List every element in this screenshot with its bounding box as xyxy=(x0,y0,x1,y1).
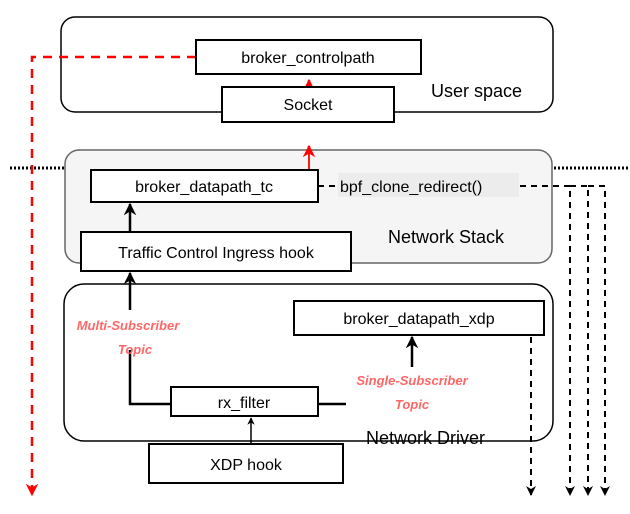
broker-datapath-tc-box xyxy=(90,169,319,203)
single-subscriber-label-line2: Topic xyxy=(395,397,430,412)
multi-subscriber-label-line1: Multi-Subscriber xyxy=(77,318,181,333)
tc-ingress-hook-box xyxy=(80,231,352,272)
network-stack-label: Network Stack xyxy=(388,227,505,247)
broker-controlpath-box xyxy=(195,39,422,75)
user-space-label: User space xyxy=(431,81,522,101)
socket-text: Socket xyxy=(284,97,333,114)
bpf-clone-redirect-label: bpf_clone_redirect() xyxy=(340,179,482,196)
socket-box xyxy=(221,86,395,123)
network-driver-label: Network Driver xyxy=(366,428,485,448)
broker-datapath-tc-text: broker_datapath_tc xyxy=(135,179,273,196)
control-path-redirect-line xyxy=(25,55,196,497)
broker-datapath-xdp-text: broker_datapath_xdp xyxy=(343,311,494,328)
tc-ingress-hook-text: Traffic Control Ingress hook xyxy=(118,245,315,262)
multi-subscriber-label-line2: Topic xyxy=(118,342,153,357)
xdp-hook-text: XDP hook xyxy=(210,457,283,474)
bpf-clone-redirect-label-bg xyxy=(338,173,519,197)
clone-redirect-branch-3 xyxy=(588,185,610,496)
rx-filter-to-multi-line xyxy=(128,350,171,406)
single-subscriber-label-line1: Single-Subscriber xyxy=(356,373,468,388)
broker-controlpath-text: broker_controlpath xyxy=(241,50,374,67)
rx-filter-box xyxy=(170,386,319,417)
clone-redirect-branch-2 xyxy=(570,185,593,496)
rx-filter-text: rx_filter xyxy=(218,395,271,412)
xdp-hook-box xyxy=(148,443,344,484)
broker-datapath-xdp-box xyxy=(293,300,545,336)
